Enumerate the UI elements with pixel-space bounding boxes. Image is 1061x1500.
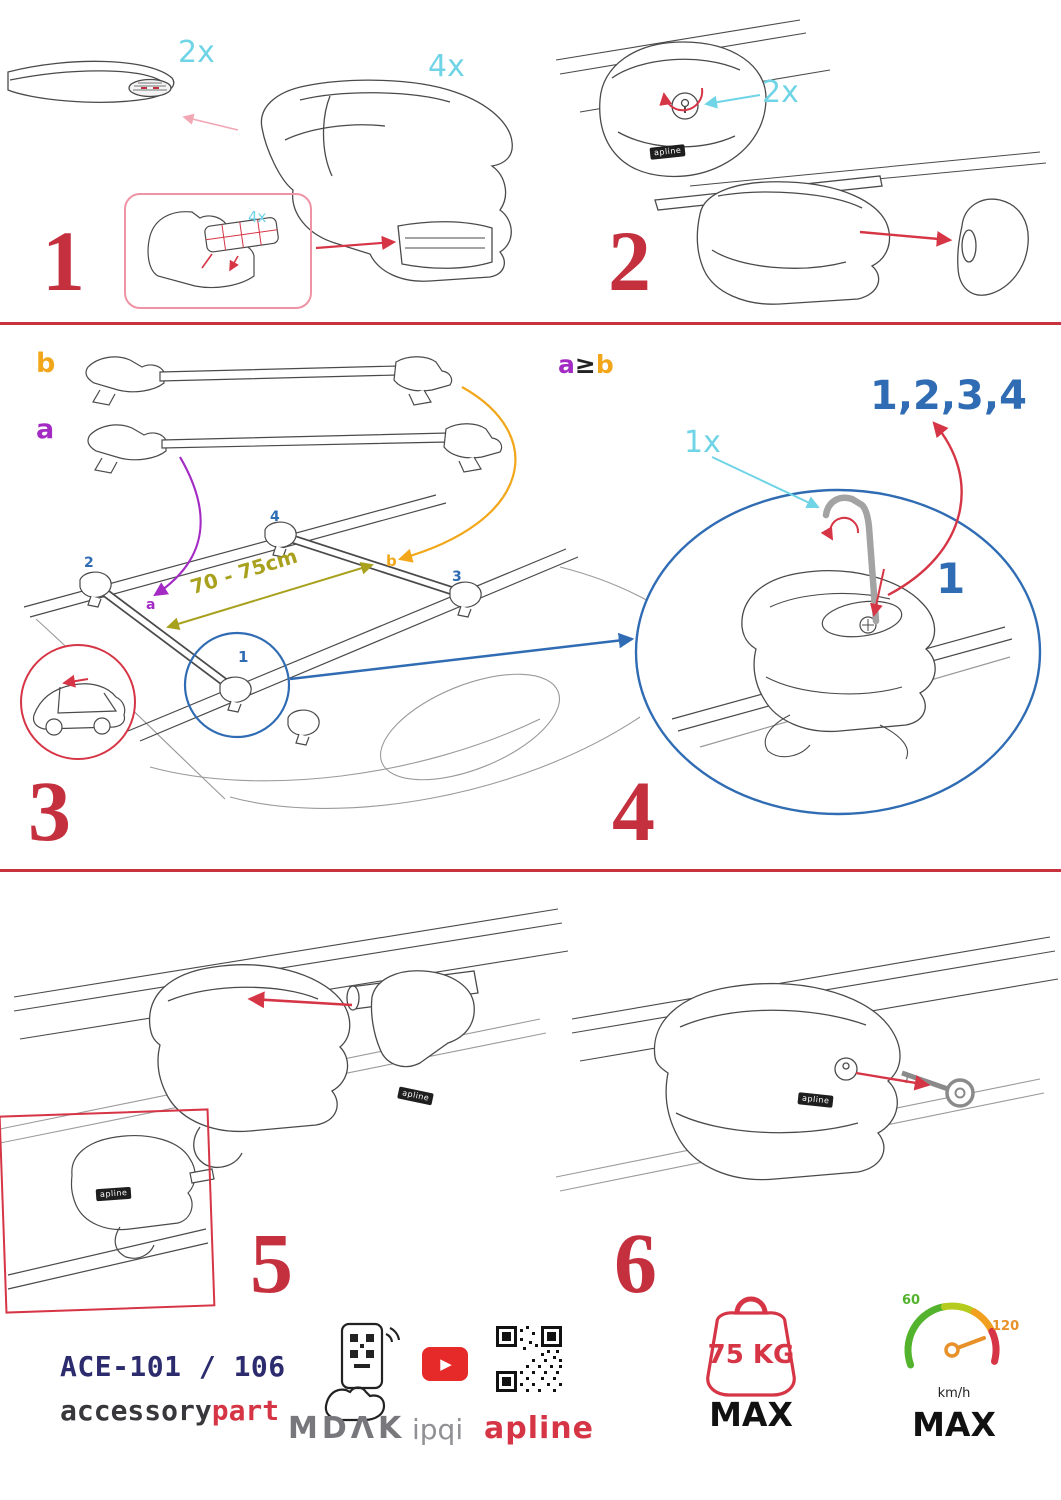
condition-a: a: [558, 350, 575, 379]
step2-number: 2: [608, 213, 651, 309]
brand-logo: accessorypart: [60, 1394, 279, 1427]
step5-number: 5: [250, 1215, 293, 1311]
bar-pointer-arrow: [182, 113, 239, 131]
roof-pos-1: 1: [238, 648, 249, 666]
roof-bar-b-label: b: [386, 552, 397, 570]
roof-bar-a-label: a: [146, 597, 156, 613]
inset-art-step5: [7, 1135, 215, 1290]
bar-b-label: b: [36, 348, 56, 379]
step3-step4-drawing: [20, 356, 1042, 816]
crossbar-a-art: [87, 423, 503, 474]
zoom-connector-arrow: [289, 632, 635, 681]
speed-low-label: 60: [902, 1293, 921, 1308]
repeat-sequence-arrow: [887, 421, 963, 597]
condition-operator: ≥: [574, 350, 596, 379]
lock-qty-label: 2x: [762, 75, 799, 110]
product-logo-badge: apline: [95, 1186, 132, 1201]
youtube-icon: ▶: [422, 1347, 468, 1381]
tool-qty-arrow: [711, 456, 820, 509]
endcap-insert-arrow: [859, 230, 953, 247]
foot-qty-label: 4x: [428, 49, 465, 84]
step4-number: 4: [612, 763, 655, 859]
bar-a-guide-arrow: [153, 456, 202, 597]
foot-art-step6: [653, 982, 901, 1181]
pad-qty-label: 4x: [248, 208, 267, 226]
step6-number: 6: [614, 1215, 657, 1311]
phone-scan-icon: [324, 1322, 401, 1422]
rotate-key-arrow: [820, 516, 860, 541]
bar-insert-arrow: [247, 991, 353, 1009]
foot-art-step5: [148, 964, 351, 1168]
partner-logo-apline: apline: [484, 1411, 594, 1446]
assembled-inset-frame: [0, 1108, 216, 1314]
bar-qty-label: 2x: [178, 35, 215, 70]
pad-insert-arrow: [315, 235, 397, 251]
partner-logo-mdak: MDΛK: [288, 1411, 406, 1446]
step1-number: 1: [42, 213, 85, 309]
sequence-label: 1,2,3,4: [870, 373, 1027, 419]
roof-crossbars-art: [79, 521, 482, 746]
bar-a-label: a: [36, 414, 55, 445]
section-divider-2: [0, 869, 1061, 872]
roof-pos-4: 4: [270, 509, 280, 525]
crossbar-b-art: [85, 356, 453, 406]
step-one-label: 1: [936, 554, 966, 603]
assembly-art-step2: [654, 175, 1029, 305]
speedometer-icon: [904, 1302, 1000, 1369]
max-weight-icon: [706, 1296, 796, 1397]
pad-inset-art: [147, 211, 279, 289]
magnified-foot-art: [634, 488, 1042, 816]
step3-number: 3: [28, 763, 71, 859]
qr-code-icon: [496, 1326, 562, 1392]
section-divider-1: [0, 322, 1061, 325]
lock-qty-arrow: [704, 94, 761, 109]
roof-pos-2: 2: [84, 555, 94, 571]
pad-inset-frame: [124, 193, 312, 309]
step1-step2-drawing: [7, 19, 1047, 305]
tighten-arrow: [869, 568, 885, 617]
speed-max-label: MAX: [912, 1405, 996, 1444]
foot-lock-art: [599, 41, 767, 178]
speed-unit-label: km/h: [937, 1386, 971, 1401]
bar-b-guide-arrow: [397, 386, 517, 563]
youtube-play-glyph: ▶: [440, 1354, 452, 1373]
focus-circle: [183, 631, 291, 739]
brand-accessory: accessory: [60, 1394, 212, 1427]
car-inset-art: [20, 644, 136, 760]
distance-arrow: [166, 561, 374, 631]
foot-art-step1: [260, 79, 513, 282]
allen-key-icon: [822, 494, 880, 625]
bar-end-art-step5: [346, 970, 479, 1068]
key-icon: [901, 1070, 975, 1108]
roof-pos-3: 3: [452, 569, 462, 585]
condition-b: b: [595, 350, 614, 379]
brand-part: part: [211, 1394, 280, 1427]
tool-qty-label: 1x: [684, 425, 721, 460]
lock-turn-arrow: [659, 87, 704, 112]
speed-high-label: 120: [992, 1319, 1020, 1334]
crossbar-profile-art: [7, 60, 175, 103]
key-insert-arrow: [855, 1071, 931, 1091]
step5-step6-drawing: [0, 908, 1059, 1290]
weight-max-label: MAX: [709, 1395, 793, 1434]
partner-logo-ipqi: ipqi: [412, 1413, 464, 1446]
condition-label: a≥b: [558, 352, 614, 377]
model-number: ACE-101 / 106: [60, 1350, 286, 1383]
weight-value: 75 KG: [707, 1340, 795, 1370]
